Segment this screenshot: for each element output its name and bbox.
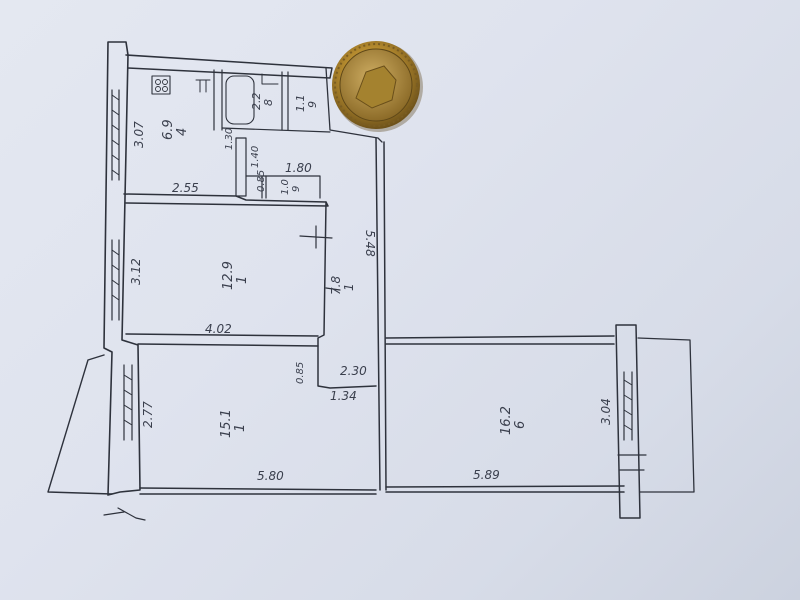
room-area-bath: 2.2 <box>250 93 263 111</box>
room-label-hall: 12.9 1 <box>221 261 250 290</box>
dim-small-d: 0.85 <box>295 362 306 384</box>
plan-walls <box>47 41 695 521</box>
dim-room-right-height: 3.04 <box>599 398 613 425</box>
room-labels: 6.9 4 2.2 8 1.1 9 12.9 1 7.8 1 1.0 9 15.… <box>161 93 528 439</box>
room-label-bath: 2.2 8 <box>250 93 275 111</box>
dim-hall-width: 4.02 <box>205 322 232 336</box>
room-num-storage: 9 <box>291 186 302 192</box>
dimension-labels: 2.55 1.80 4.02 2.30 1.34 5.80 5.89 3.12 … <box>129 121 613 483</box>
dim-hall-right: 5.48 <box>363 230 377 257</box>
room-area-hall: 12.9 <box>221 261 236 290</box>
room-area-storage: 1.0 <box>280 179 291 195</box>
room-label-left-room: 15.1 1 <box>219 409 248 438</box>
dim-hall-left: 3.12 <box>129 258 143 285</box>
room-area-left-room: 15.1 <box>219 409 234 438</box>
room-num-wc: 9 <box>306 101 319 108</box>
room-num-left-room: 1 <box>233 424 248 432</box>
room-area-kitchen: 6.9 <box>161 119 176 140</box>
dim-corridor-width: 1.80 <box>285 161 312 175</box>
dim-room-left-height: 2.77 <box>141 401 155 428</box>
room-num-right-room: 6 <box>513 421 528 429</box>
room-label-kitchen: 6.9 4 <box>161 119 190 140</box>
room-num-corridor: 1 <box>342 283 356 291</box>
room-area-wc: 1.1 <box>294 95 307 113</box>
room-num-hall: 1 <box>235 276 250 284</box>
dim-room-left-width: 5.80 <box>257 469 284 483</box>
dim-small-a: 1.30 <box>224 128 235 150</box>
dim-passage-width: 1.34 <box>330 389 357 403</box>
room-num-bath: 8 <box>262 99 275 106</box>
dim-small-b: 1.40 <box>250 146 261 168</box>
dim-door-width: 2.30 <box>340 364 367 378</box>
room-label-storage: 1.0 9 <box>280 179 302 195</box>
room-label-right-room: 16.2 6 <box>499 406 528 435</box>
dim-kitchen-width: 2.55 <box>172 181 199 195</box>
dim-room-right-width: 5.89 <box>473 468 500 482</box>
dim-kitchen-left: 3.07 <box>132 121 146 148</box>
room-num-kitchen: 4 <box>175 128 190 136</box>
dim-small-c: 0.85 <box>256 170 267 192</box>
room-label-corridor: 7.8 1 <box>329 276 356 295</box>
room-label-wc: 1.1 9 <box>294 95 319 113</box>
coin <box>332 41 423 132</box>
room-area-corridor: 7.8 <box>329 276 343 295</box>
room-area-right-room: 16.2 <box>499 406 514 435</box>
